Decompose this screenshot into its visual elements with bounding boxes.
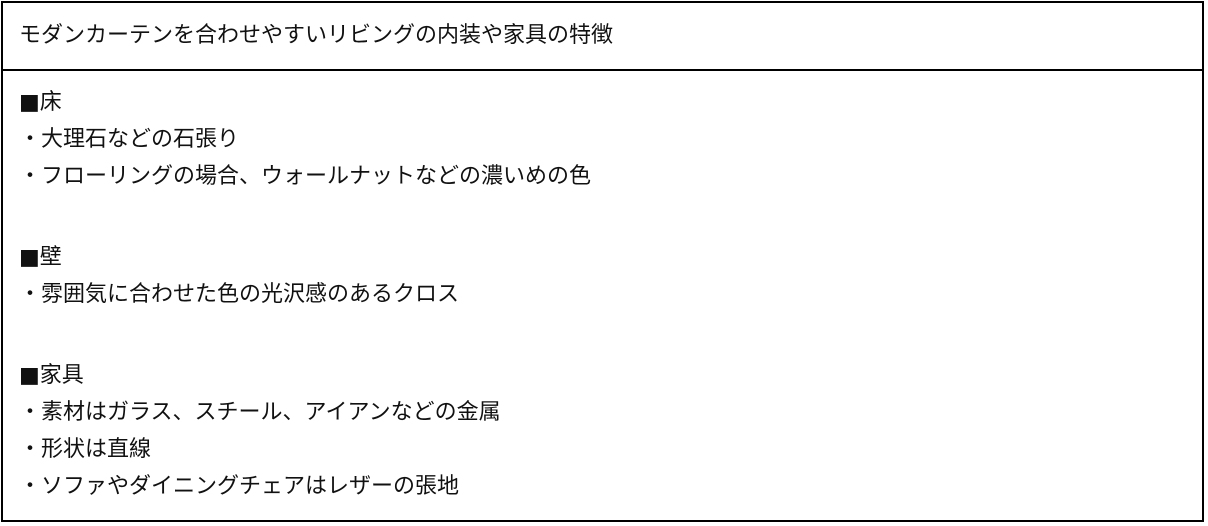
list-item: ・フローリングの場合、ウォールナットなどの濃いめの色: [19, 164, 592, 189]
section-wall: ■壁 ・雰囲気に合わせた色の光沢感のあるクロス: [19, 239, 1202, 313]
list-item: ・素材はガラス、スチール、アイアンなどの金属: [19, 400, 501, 425]
section-heading: ■壁: [19, 245, 62, 270]
section-furniture: ■家具 ・素材はガラス、スチール、アイアンなどの金属 ・形状は直線 ・ソファやダ…: [19, 357, 1202, 505]
list-item: ・雰囲気に合わせた色の光沢感のあるクロス: [19, 282, 460, 307]
section-heading: ■家具: [19, 363, 84, 388]
table-title: モダンカーテンを合わせやすいリビングの内装や家具の特徴: [3, 3, 1202, 71]
list-item: ・大理石などの石張り: [19, 127, 240, 152]
list-item: ・ソファやダイニングチェアはレザーの張地: [19, 474, 460, 499]
list-item: ・形状は直線: [19, 437, 152, 462]
section-heading: ■床: [19, 90, 62, 115]
table-body: ■床 ・大理石などの石張り ・フローリングの場合、ウォールナットなどの濃いめの色…: [3, 71, 1202, 505]
section-floor: ■床 ・大理石などの石張り ・フローリングの場合、ウォールナットなどの濃いめの色: [19, 84, 1202, 195]
